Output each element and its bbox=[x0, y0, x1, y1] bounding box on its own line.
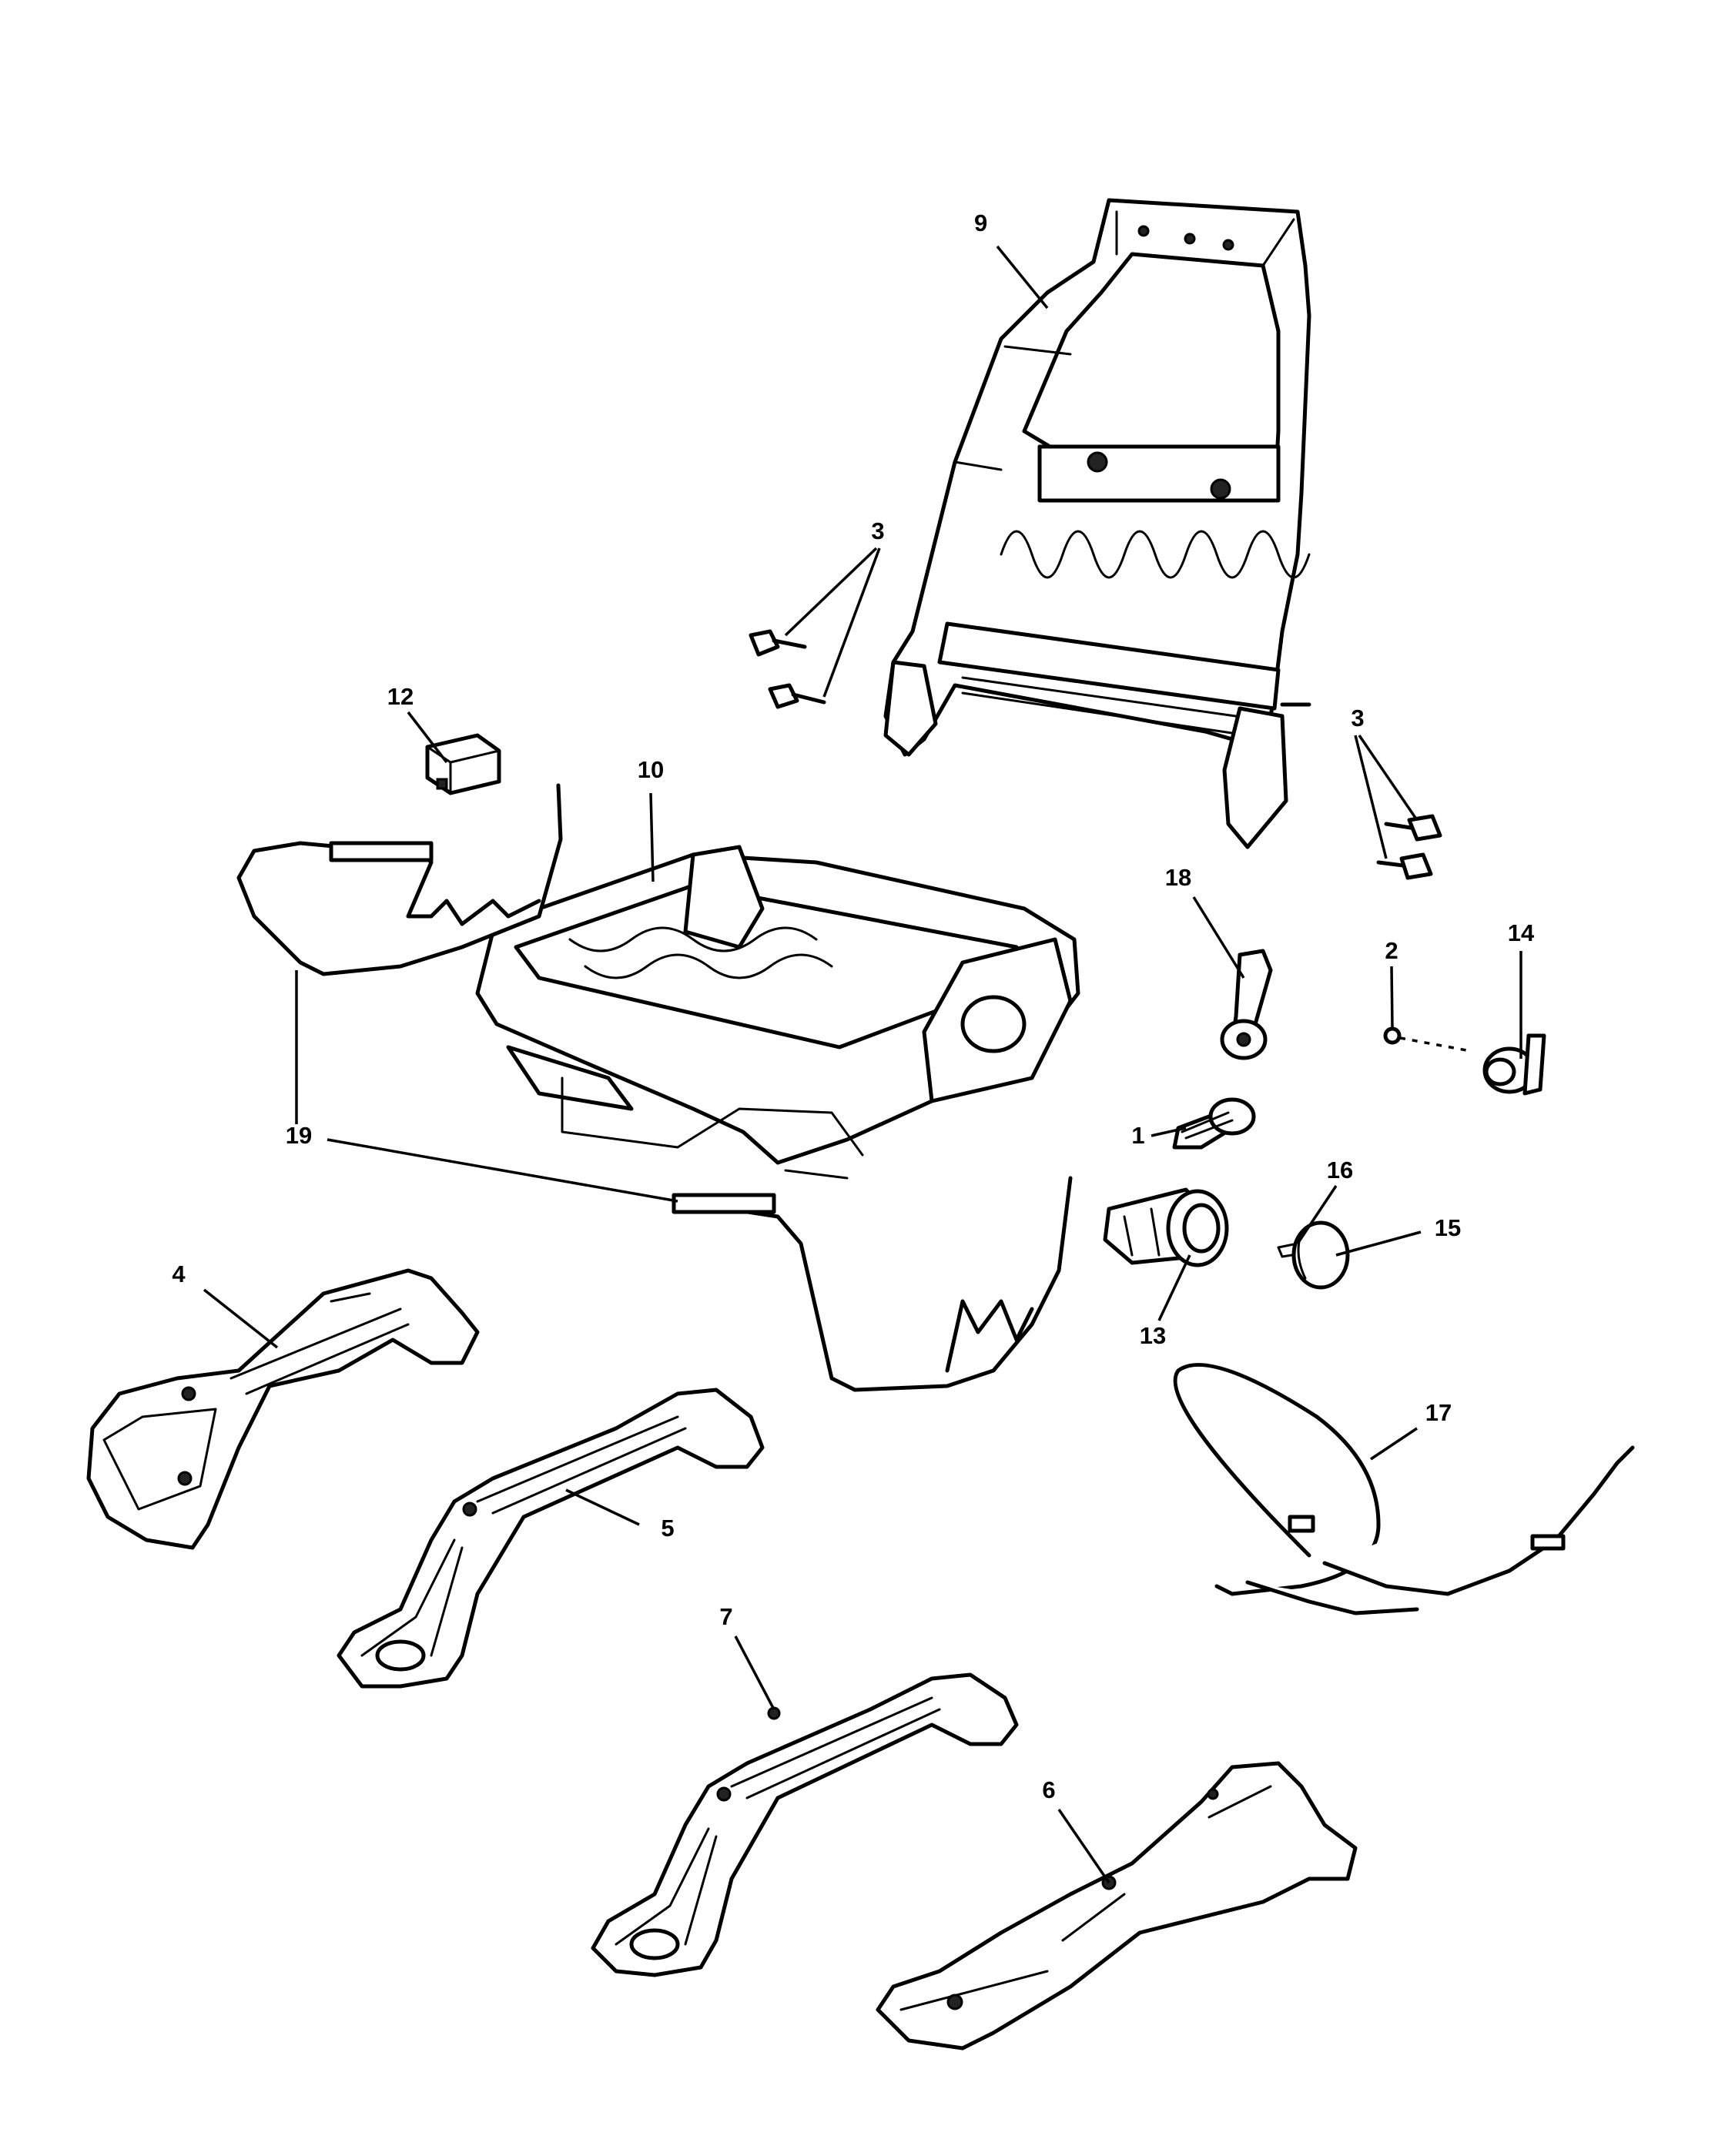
part-3-bolts-right bbox=[1376, 814, 1442, 880]
callout-13: 13 bbox=[1140, 1322, 1166, 1349]
leader-3b-1 bbox=[1358, 735, 1419, 821]
part-5-rail bbox=[337, 1388, 765, 1689]
leader-19-lower bbox=[327, 1138, 678, 1203]
callout-6: 6 bbox=[1042, 1776, 1055, 1803]
leader-13 bbox=[1157, 1254, 1191, 1321]
part-18-lever bbox=[1220, 949, 1273, 1060]
callout-3-right: 3 bbox=[1351, 705, 1364, 732]
part-9-seat-back-frame bbox=[883, 198, 1311, 849]
leader-1 bbox=[1151, 1127, 1187, 1137]
part-10-seat-cushion-frame bbox=[475, 845, 1080, 1180]
leader-6 bbox=[1057, 1809, 1110, 1883]
part-17-cable bbox=[1173, 1363, 1635, 1615]
callout-3-left: 3 bbox=[871, 517, 884, 544]
leader-9 bbox=[996, 245, 1049, 310]
leader-12 bbox=[407, 711, 448, 764]
callout-10: 10 bbox=[638, 756, 664, 783]
part-19-rod-upper bbox=[236, 783, 563, 976]
leader-15 bbox=[1335, 1230, 1422, 1257]
leader-lines bbox=[203, 245, 1522, 1883]
leader-4 bbox=[203, 1288, 279, 1349]
callout-17: 17 bbox=[1425, 1399, 1452, 1426]
callout-9: 9 bbox=[974, 209, 987, 236]
leader-16 bbox=[1296, 1185, 1338, 1244]
part-4-rail bbox=[86, 1268, 480, 1550]
leader-3a-1 bbox=[784, 547, 878, 637]
callout-18: 18 bbox=[1165, 864, 1191, 891]
leader-7 bbox=[734, 1635, 775, 1710]
leader-18 bbox=[1192, 896, 1245, 979]
callout-12: 12 bbox=[387, 683, 414, 710]
part-2-screw bbox=[1383, 1026, 1472, 1053]
leader-5 bbox=[565, 1488, 640, 1526]
callout-2: 2 bbox=[1385, 937, 1398, 964]
part-13-knob bbox=[1103, 1187, 1229, 1267]
part-14-clip bbox=[1482, 1033, 1546, 1096]
part-7-rail bbox=[591, 1672, 1019, 1977]
callout-16: 16 bbox=[1327, 1157, 1353, 1183]
callout-1: 1 bbox=[1131, 1122, 1144, 1149]
callout-14: 14 bbox=[1508, 919, 1535, 946]
leader-3b-2 bbox=[1354, 735, 1388, 859]
callout-15: 15 bbox=[1435, 1214, 1461, 1241]
part-6-rail bbox=[876, 1761, 1358, 2051]
leader-17 bbox=[1370, 1427, 1418, 1461]
callout-5: 5 bbox=[661, 1515, 674, 1542]
leader-10 bbox=[649, 792, 655, 882]
part-12-module bbox=[425, 733, 501, 795]
part-1-handle bbox=[1172, 1097, 1256, 1150]
part-3-bolts-left bbox=[749, 629, 826, 709]
callout-7: 7 bbox=[719, 1603, 732, 1630]
callout-labels: 9 3 3 12 10 18 2 14 1 19 16 15 13 4 17 5… bbox=[172, 209, 1535, 1803]
callout-19: 19 bbox=[286, 1122, 312, 1149]
part-19-rod-lower bbox=[672, 1176, 1073, 1392]
callout-4: 4 bbox=[172, 1260, 186, 1287]
part-15-cap bbox=[1291, 1220, 1350, 1290]
leader-3a-2 bbox=[822, 547, 881, 698]
